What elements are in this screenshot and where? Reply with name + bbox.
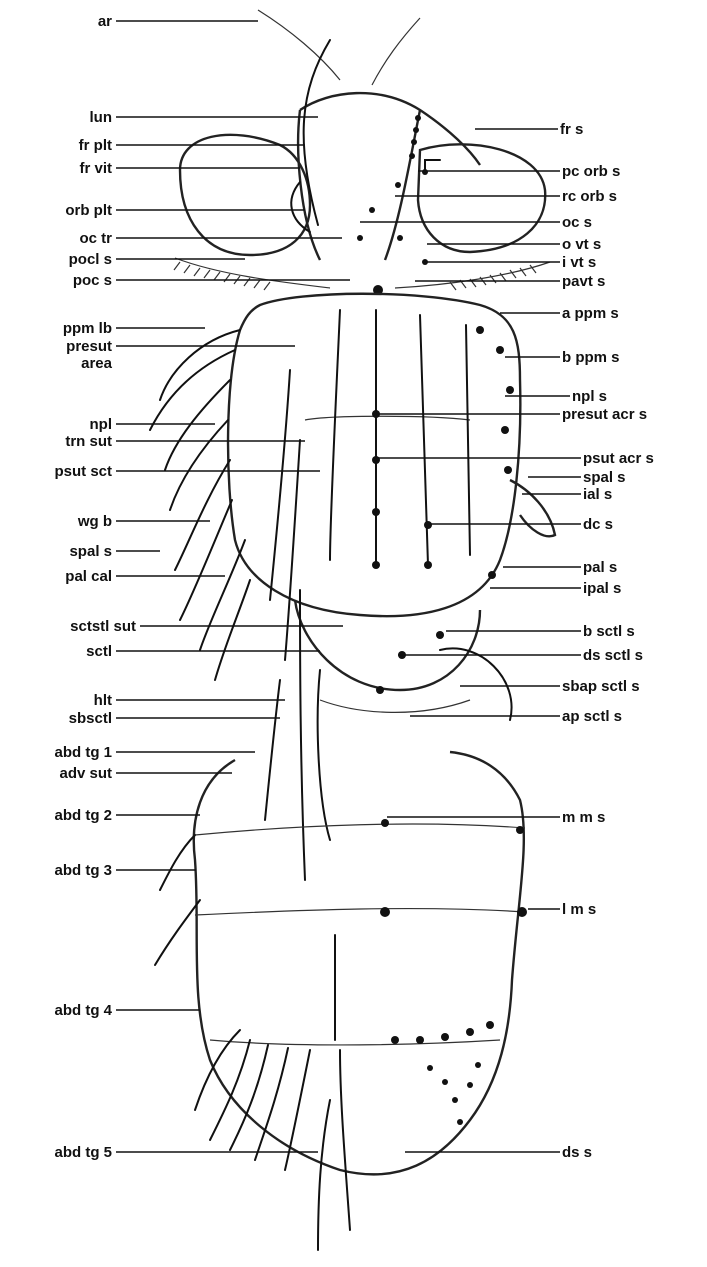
- label-oc-s: oc s: [562, 214, 592, 231]
- callout-abd-tg-5: abd tg 5: [54, 1144, 318, 1161]
- label-presut-area-line2: area: [81, 355, 113, 372]
- label-adv-sut: adv sut: [59, 765, 112, 782]
- callout-hlt: hlt: [94, 692, 285, 709]
- callout-trn-sut: trn sut: [65, 433, 305, 450]
- callout-pal-s: pal s: [503, 559, 617, 576]
- label-orb-plt: orb plt: [65, 202, 112, 219]
- label-ar: ar: [98, 13, 112, 30]
- callout-b-ppm-s: b ppm s: [505, 349, 620, 366]
- label-presut-acr-s: presut acr s: [562, 406, 647, 423]
- callout-abd-tg-4: abd tg 4: [54, 1002, 200, 1019]
- label-spal-s-left: spal s: [69, 543, 112, 560]
- callout-ds-s: ds s: [405, 1144, 592, 1161]
- callout-pavt-s: pavt s: [415, 273, 605, 290]
- callout-abd-tg-3: abd tg 3: [54, 862, 196, 879]
- thorax-drawing: [150, 294, 555, 880]
- abdomen-drawing: [155, 752, 527, 1250]
- callout-poc-s: poc s: [73, 272, 350, 289]
- callout-ap-sctl-s: ap sctl s: [410, 708, 622, 725]
- callout-psut-acr-s: psut acr s: [376, 450, 654, 467]
- label-wg-b: wg b: [77, 513, 112, 530]
- label-ipal-s: ipal s: [583, 580, 621, 597]
- callout-rc-orb-s: rc orb s: [395, 188, 617, 205]
- callout-l-m-s: l m s: [528, 901, 596, 918]
- callout-ppm-lb: ppm lb: [63, 320, 205, 337]
- label-b-ppm-s: b ppm s: [562, 349, 620, 366]
- callout-adv-sut: adv sut: [59, 765, 232, 782]
- callout-wg-b: wg b: [77, 513, 210, 530]
- label-dc-s: dc s: [583, 516, 613, 533]
- thorax-setae: [330, 310, 514, 694]
- label-sctl: sctl: [86, 643, 112, 660]
- label-pavt-s: pavt s: [562, 273, 605, 290]
- callout-ds-sctl-s: ds sctl s: [398, 647, 643, 664]
- label-abd-tg-4: abd tg 4: [54, 1002, 112, 1019]
- label-pc-orb-s: pc orb s: [562, 163, 620, 180]
- callout-abd-tg-1: abd tg 1: [54, 744, 255, 761]
- label-sctstl-sut: sctstl sut: [70, 618, 136, 635]
- label-i-vt-s: i vt s: [562, 254, 596, 271]
- label-sbsctl: sbsctl: [69, 710, 112, 727]
- label-trn-sut: trn sut: [65, 433, 112, 450]
- callout-presut-acr-s: presut acr s: [376, 406, 647, 423]
- label-abd-tg-3: abd tg 3: [54, 862, 112, 879]
- label-rc-orb-s: rc orb s: [562, 188, 617, 205]
- callout-fr-vit: fr vit: [79, 160, 300, 177]
- callout-ipal-s: ipal s: [490, 580, 621, 597]
- callout-fr-s: fr s: [475, 121, 583, 138]
- callout-spal-s-left: spal s: [69, 543, 160, 560]
- callout-psut-sct: psut sct: [54, 463, 320, 480]
- label-hlt: hlt: [94, 692, 112, 709]
- callout-i-vt-s: i vt s: [425, 254, 596, 271]
- callout-pal-cal: pal cal: [65, 568, 225, 585]
- label-npl: npl: [90, 416, 113, 433]
- label-fr-vit: fr vit: [79, 160, 112, 177]
- callout-spal-s-right: spal s: [528, 469, 626, 486]
- left-labels: ar lun fr plt fr vit orb plt oc tr pocl s poc s…: [54, 13, 350, 1161]
- callout-fr-plt: fr plt: [79, 137, 305, 154]
- label-abd-tg-1: abd tg 1: [54, 744, 112, 761]
- right-labels: fr s pc orb s rc orb s oc s o vt si vt s pavt…: [360, 121, 654, 1161]
- label-o-vt-s: o vt s: [562, 236, 601, 253]
- callout-ar: ar: [98, 13, 258, 30]
- label-npl-s: npl s: [572, 388, 607, 405]
- label-a-ppm-s: a ppm s: [562, 305, 619, 322]
- label-b-sctl-s: b sctl s: [583, 623, 635, 640]
- label-ds-s: ds s: [562, 1144, 592, 1161]
- callout-sbap-sctl-s: sbap sctl s: [460, 678, 640, 695]
- label-ap-sctl-s: ap sctl s: [562, 708, 622, 725]
- label-lun: lun: [90, 109, 113, 126]
- callout-a-ppm-s: a ppm s: [500, 305, 619, 322]
- callout-pc-orb-s: pc orb s: [418, 163, 620, 180]
- label-ial-s: ial s: [583, 486, 612, 503]
- label-spal-s-right: spal s: [583, 469, 626, 486]
- label-presut-area-line1: presut: [66, 338, 112, 355]
- arista-drawing: [258, 10, 420, 85]
- callout-pocl-s: pocl s: [69, 251, 245, 268]
- label-oc-tr: oc tr: [79, 230, 112, 247]
- label-psut-sct: psut sct: [54, 463, 112, 480]
- callout-abd-tg-2: abd tg 2: [54, 807, 200, 824]
- label-ds-sctl-s: ds sctl s: [583, 647, 643, 664]
- label-fr-s: fr s: [560, 121, 583, 138]
- label-pocl-s: pocl s: [69, 251, 112, 268]
- label-abd-tg-5: abd tg 5: [54, 1144, 112, 1161]
- callout-lun: lun: [90, 109, 319, 126]
- label-abd-tg-2: abd tg 2: [54, 807, 112, 824]
- label-ppm-lb: ppm lb: [63, 320, 112, 337]
- label-l-m-s: l m s: [562, 901, 596, 918]
- label-pal-s: pal s: [583, 559, 617, 576]
- callout-sbsctl: sbsctl: [69, 710, 280, 727]
- label-m-m-s: m m s: [562, 809, 605, 826]
- label-sbap-sctl-s: sbap sctl s: [562, 678, 640, 695]
- label-psut-acr-s: psut acr s: [583, 450, 654, 467]
- label-fr-plt: fr plt: [79, 137, 112, 154]
- label-poc-s: poc s: [73, 272, 112, 289]
- label-pal-cal: pal cal: [65, 568, 112, 585]
